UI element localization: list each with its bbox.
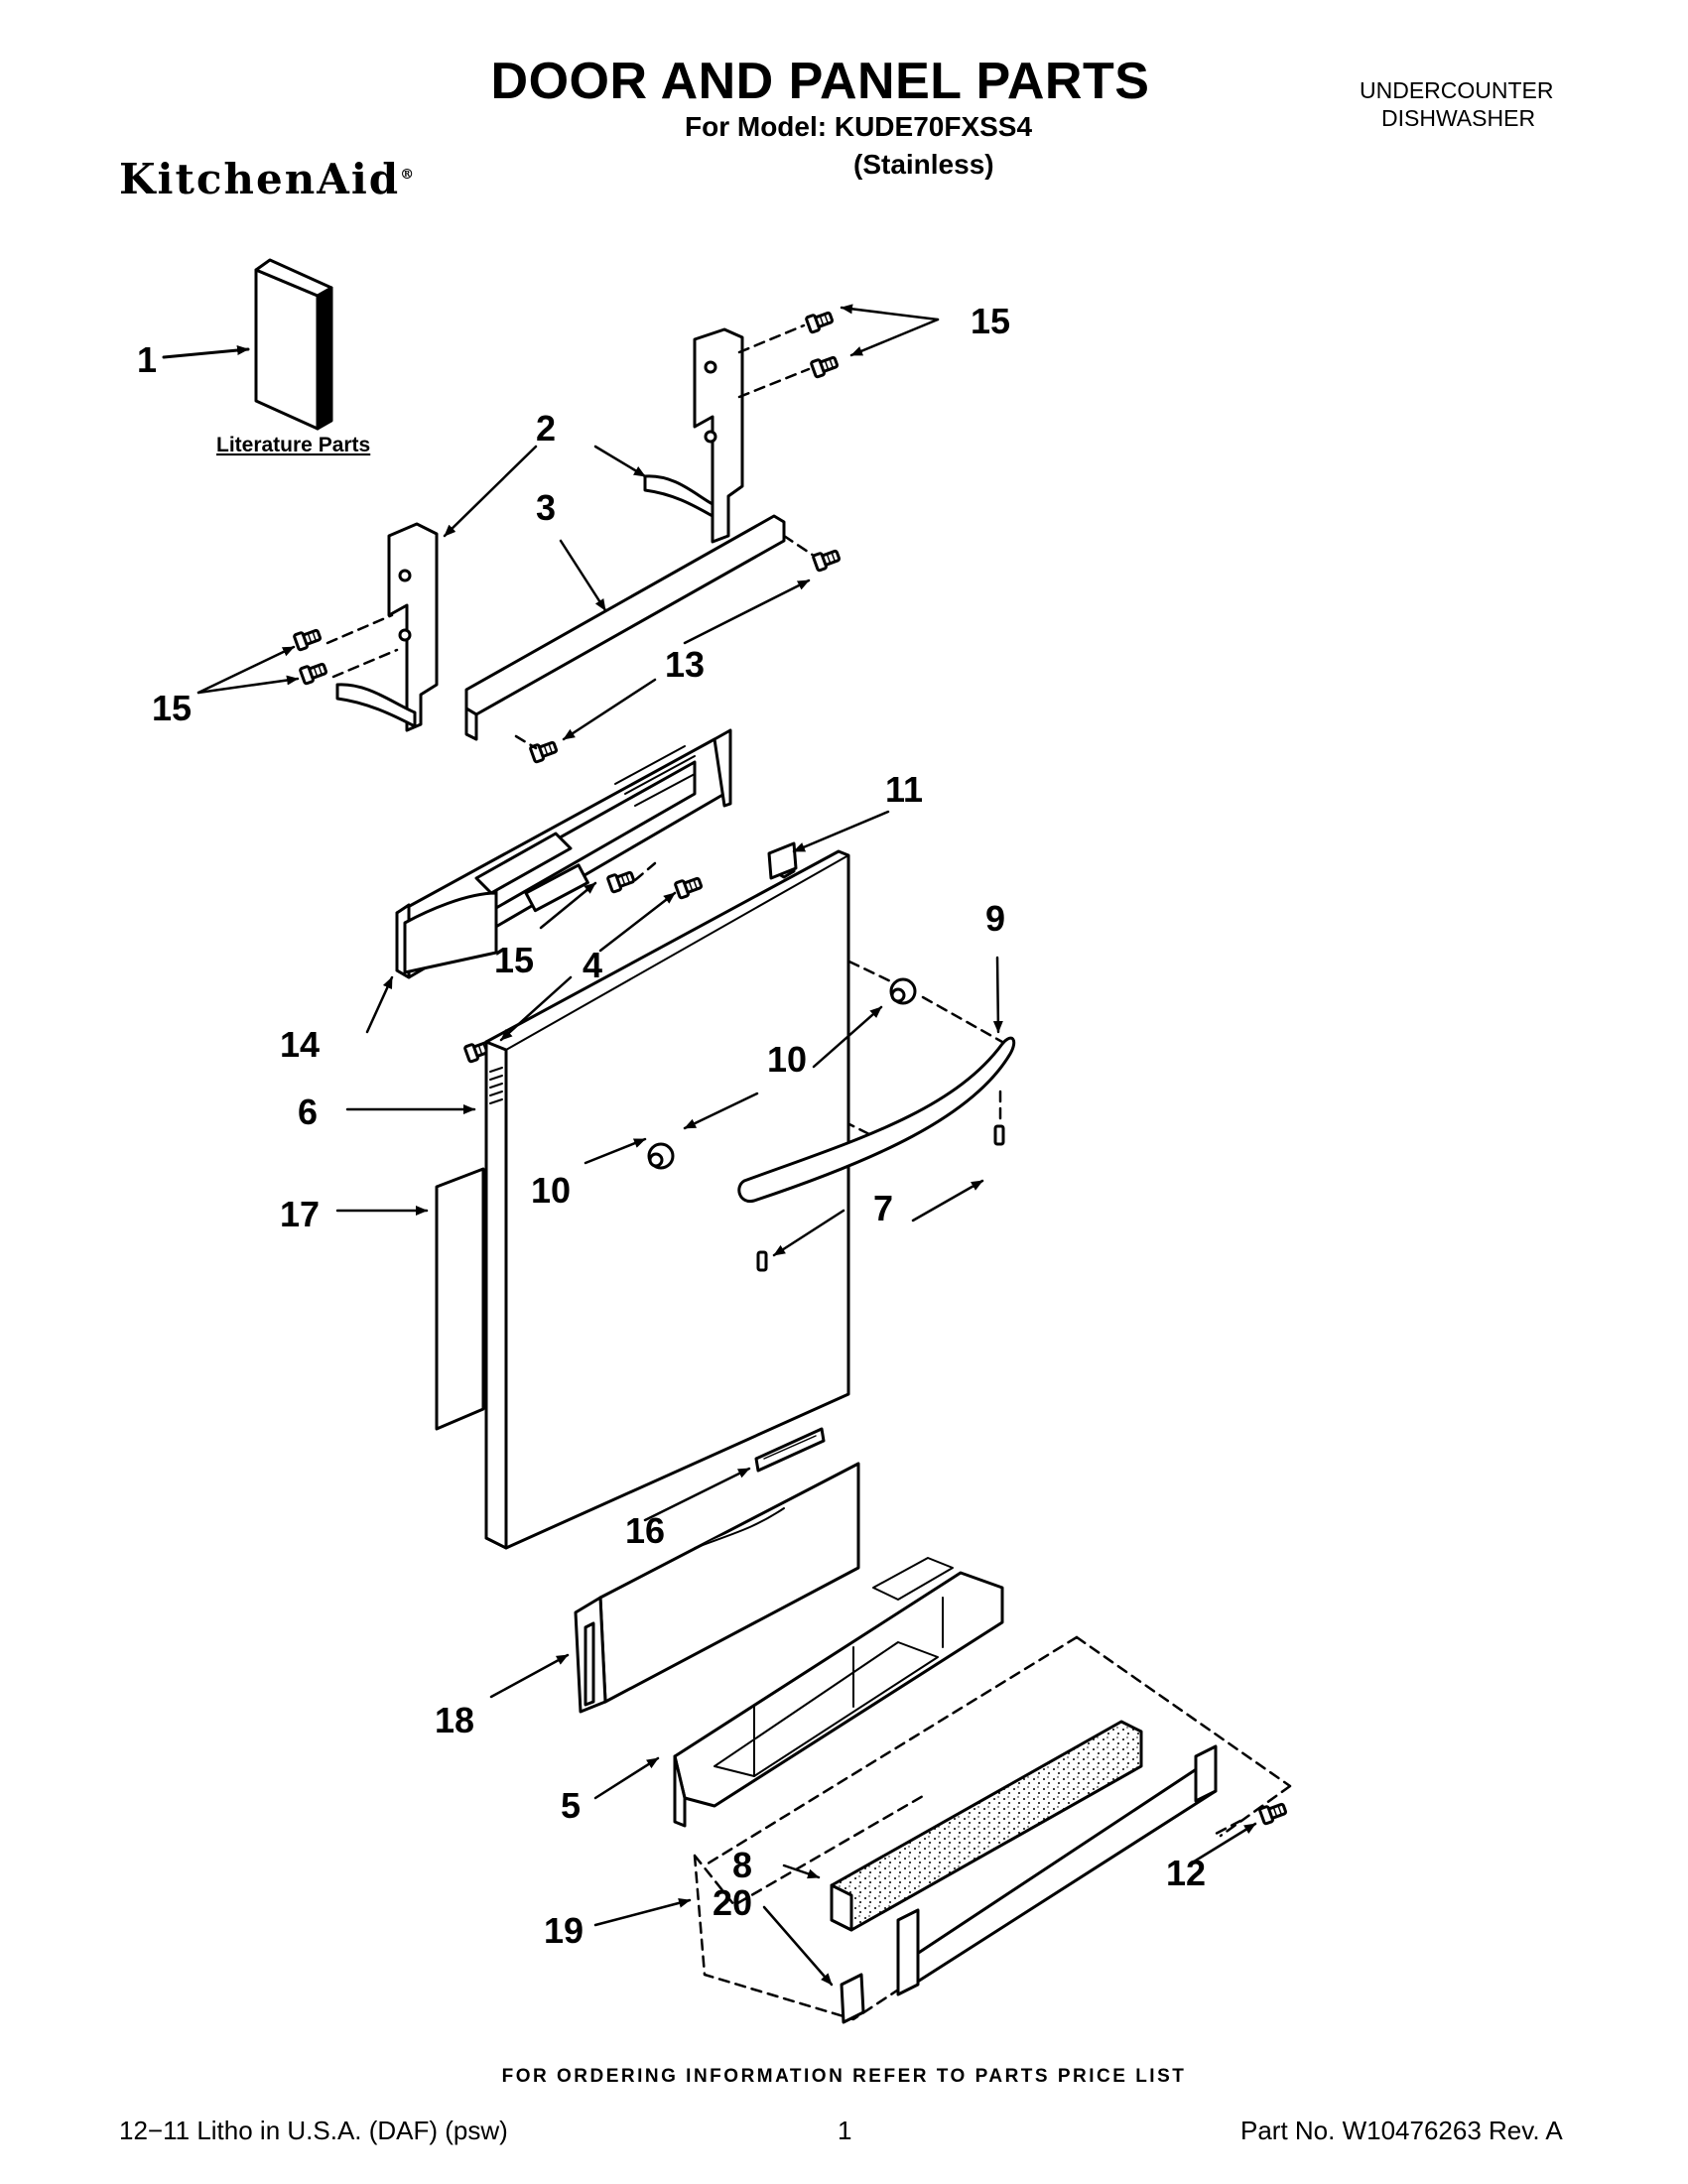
print-info: 12−11 Litho in U.S.A. (DAF) (psw) (119, 2116, 508, 2145)
callout-6: 6 (298, 1092, 318, 1132)
callout-9: 9 (985, 898, 1005, 939)
handle-pin (756, 1250, 768, 1272)
door-insulation-panel (435, 1167, 485, 1431)
callout-11: 11 (885, 769, 923, 810)
ordering-note: FOR ORDERING INFORMATION REFER TO PARTS … (501, 2066, 1187, 2087)
handle-pin (993, 1124, 1005, 1146)
callout-12: 12 (1166, 1853, 1206, 1893)
callout-13: 13 (665, 644, 705, 685)
callout-15: 15 (494, 940, 534, 980)
callout-1: 1 (137, 339, 157, 380)
callout-3: 3 (536, 487, 556, 528)
callout-15: 15 (152, 688, 192, 728)
callout-10: 10 (767, 1039, 807, 1080)
callout-2: 2 (536, 408, 556, 449)
callout-16: 16 (625, 1510, 665, 1551)
callout-15: 15 (971, 301, 1010, 341)
foam-seal-strip (830, 1720, 1143, 1932)
page-number: 1 (838, 2116, 852, 2145)
callout-10: 10 (531, 1170, 571, 1211)
hinge-bracket-left (335, 522, 439, 732)
part-number: Part No. W10476263 Rev. A (1240, 2116, 1563, 2145)
callout-20: 20 (713, 1882, 752, 1923)
nameplate-badge (754, 1427, 826, 1473)
toe-panel (574, 1462, 860, 1714)
hinge-bracket-right (643, 327, 744, 544)
callout-18: 18 (435, 1700, 474, 1740)
callout-4: 4 (583, 945, 602, 985)
callout-19: 19 (544, 1910, 584, 1951)
lower-bracket (673, 1557, 1004, 1828)
page-title: DOOR AND PANEL PARTS (490, 53, 1150, 110)
door-handle (737, 1036, 1016, 1204)
model-variant: (Stainless) (853, 149, 994, 180)
callout-8: 8 (732, 1845, 752, 1885)
outer-door-panel (484, 847, 850, 1550)
panel-clip (767, 841, 798, 880)
callout-17: 17 (280, 1194, 320, 1234)
handle-cap (647, 977, 917, 1170)
kick-plate-clip (840, 1973, 865, 2024)
callout-5: 5 (561, 1785, 581, 1826)
kick-plate (896, 1744, 1218, 1996)
control-console (395, 728, 732, 979)
category-line-1: UNDERCOUNTER (1360, 77, 1554, 103)
model-line: For Model: KUDE70FXSS4 (685, 111, 1033, 142)
literature-booklet (254, 258, 333, 431)
callout-7: 7 (873, 1188, 893, 1228)
category-line-2: DISHWASHER (1381, 105, 1536, 131)
brand-logo: KitchenAid® (119, 155, 415, 203)
door-channel-strip (464, 514, 786, 741)
callout-14: 14 (280, 1024, 320, 1065)
literature-parts-label: Literature Parts (216, 434, 370, 456)
